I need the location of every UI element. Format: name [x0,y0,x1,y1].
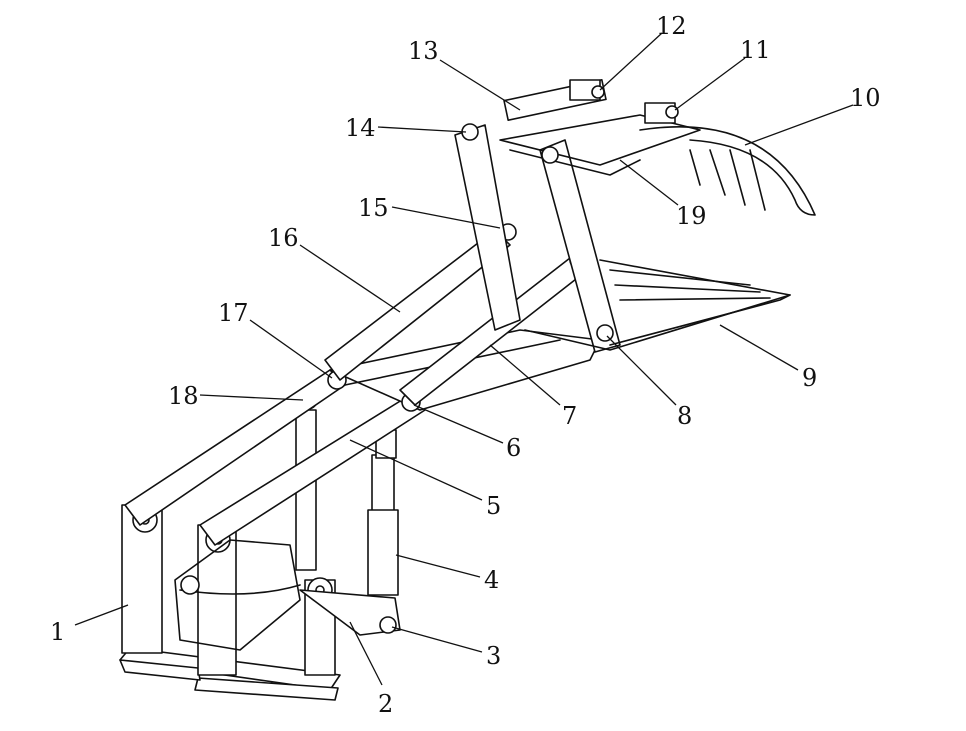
label-1: 1 [50,618,65,646]
leader-lines [74,32,854,686]
label-18: 18 [168,382,199,410]
label-2: 2 [378,690,393,718]
label-11: 11 [740,36,771,64]
upper-jaw-tines [639,126,816,216]
label-16: 16 [268,224,299,252]
label-13: 13 [408,37,439,65]
label-9: 9 [802,364,817,392]
gripper-frame [454,79,791,353]
label-5: 5 [486,492,501,520]
label-4: 4 [484,566,499,594]
label-15: 15 [358,194,389,222]
label-8: 8 [677,402,692,430]
label-12: 12 [656,12,687,40]
label-19: 19 [676,202,707,230]
label-14: 14 [345,114,376,142]
label-7: 7 [562,402,577,430]
part-labels: 1 2 3 4 5 6 7 8 9 10 11 12 13 14 15 16 1… [50,12,881,718]
label-17: 17 [218,299,249,327]
label-10: 10 [850,84,881,112]
label-3: 3 [486,642,501,670]
label-6: 6 [506,434,521,462]
